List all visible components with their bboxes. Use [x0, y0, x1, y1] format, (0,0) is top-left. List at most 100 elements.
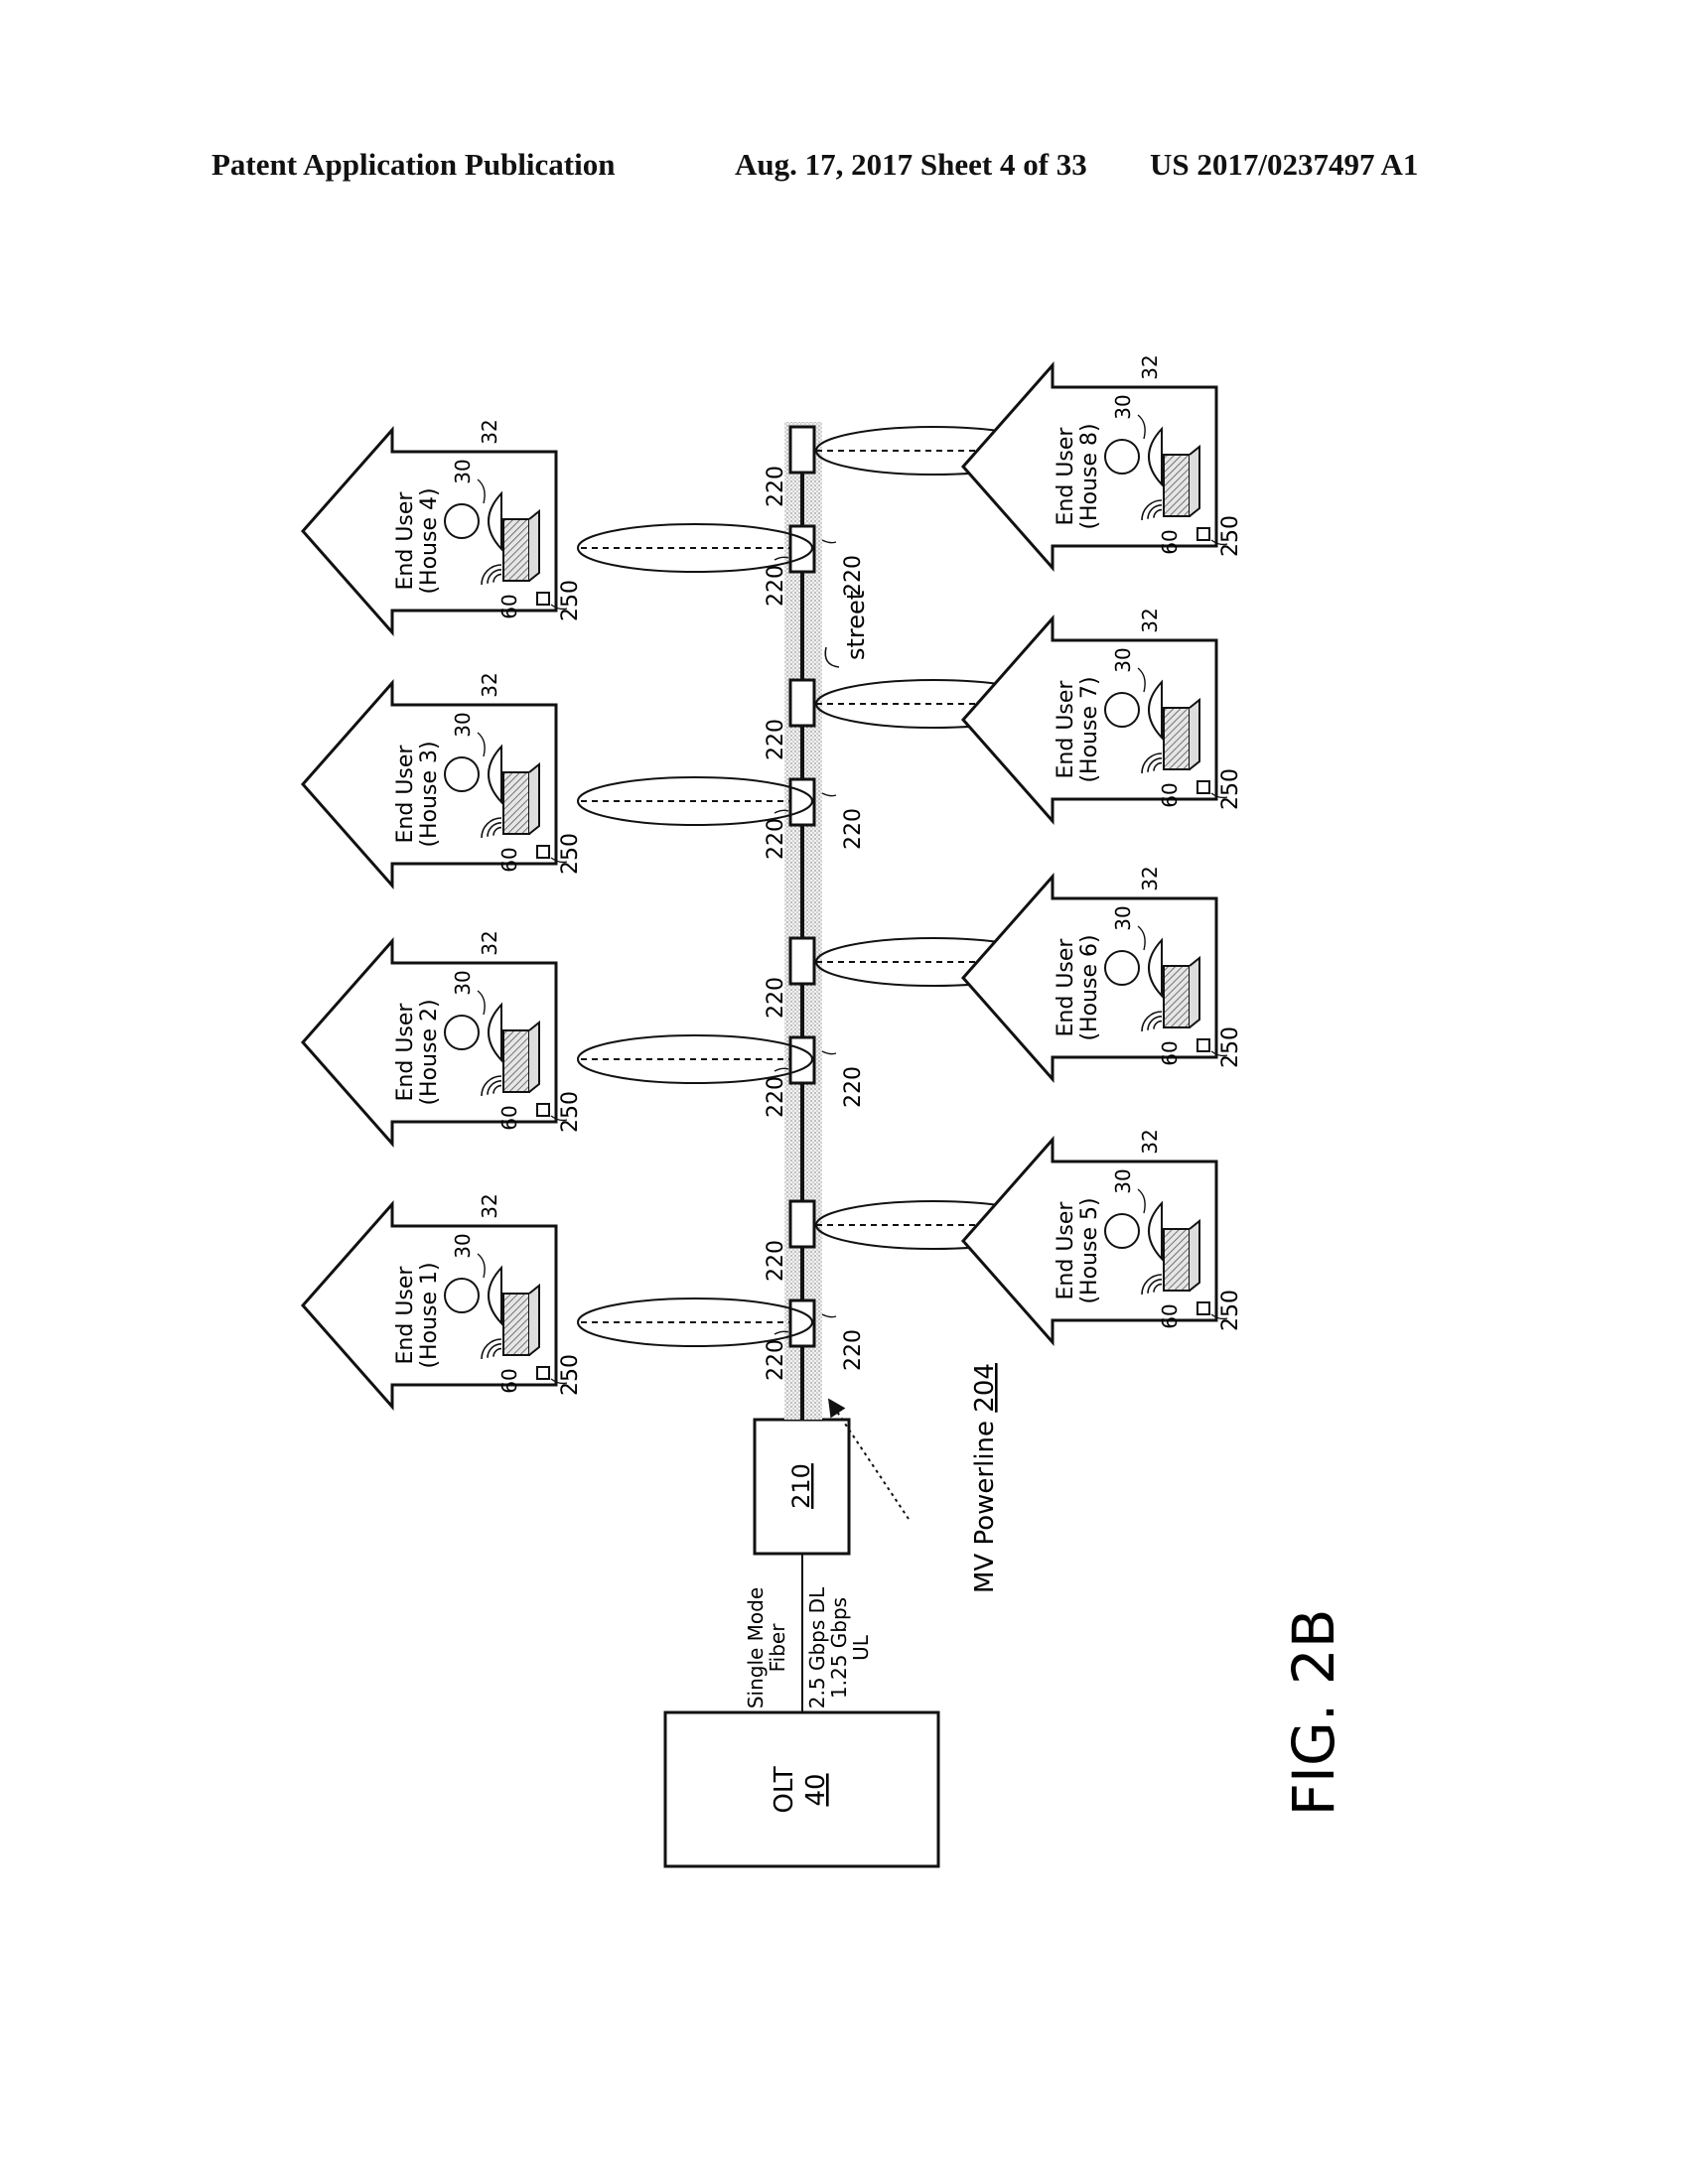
coupler-ref: 220 [764, 1339, 788, 1381]
publication-title: Patent Application Publication [211, 147, 616, 182]
modem-ref: 60 [1158, 782, 1182, 807]
coupler-leader [821, 792, 837, 797]
coupler-220 [788, 524, 816, 574]
modem-ref: 60 [497, 594, 521, 618]
fiber-label-line2: Fiber [766, 1623, 789, 1673]
date-sheet: Aug. 17, 2017 Sheet 4 of 33 [735, 147, 1087, 182]
coupler-ref: 220 [764, 719, 788, 760]
house-number: (House 8) [1077, 423, 1102, 529]
wifi-icon [1141, 752, 1163, 774]
coupler-ref: 220 [764, 565, 788, 607]
device-box [1196, 1038, 1210, 1052]
olt-box: OLT 40 [663, 1710, 940, 1868]
modem-ref: 60 [1158, 1040, 1182, 1065]
modem-icon [1163, 697, 1200, 770]
device-box [1196, 527, 1210, 541]
house-title: End User [393, 1003, 418, 1102]
coupler-leader [821, 539, 837, 544]
house-ref: 32 [1138, 866, 1162, 890]
modem-ref: 60 [1158, 1303, 1182, 1328]
box-ref: 250 [558, 1354, 583, 1396]
box-ref: 250 [558, 1091, 583, 1133]
wifi-icon [1141, 499, 1163, 521]
modem-icon [1163, 1218, 1200, 1292]
modem-icon [1163, 444, 1200, 517]
user-ref: 30 [1111, 1168, 1135, 1193]
coupler-leader [774, 809, 789, 814]
house-ref: 32 [478, 1193, 501, 1218]
wifi-icon [1141, 1011, 1163, 1032]
user-ref: 30 [451, 459, 475, 483]
fiber-label: Single Mode Fiber [744, 1587, 789, 1708]
user-ref: 30 [1111, 647, 1135, 672]
coupler-ref: 220 [764, 1076, 788, 1118]
coupler-leader [774, 1067, 789, 1072]
coupler-220 [788, 1298, 816, 1348]
powerline-label: MV Powerline 204 [970, 1363, 1000, 1593]
wifi-icon [481, 1075, 502, 1097]
house-number: (House 4) [417, 487, 442, 594]
wifi-icon [481, 1338, 502, 1360]
box-ref: 250 [558, 833, 583, 875]
user-ref: 30 [451, 970, 475, 995]
rate-label-line3: UL [849, 1634, 873, 1661]
wifi-icon [481, 817, 502, 839]
box-ref: 250 [1218, 515, 1243, 557]
wifi-icon [1141, 1274, 1163, 1296]
modem-ref: 60 [1158, 529, 1182, 554]
user-icon [1104, 426, 1163, 487]
coupler-220 [788, 777, 816, 827]
device-box [536, 1103, 550, 1117]
house-title: End User [1054, 938, 1078, 1037]
box-ref: 250 [1218, 1290, 1243, 1331]
user-ref: 30 [1111, 394, 1135, 419]
modem-icon [1163, 955, 1200, 1028]
house-number: (House 6) [1077, 934, 1102, 1040]
rate-label-line2: 1.25 Gbps [827, 1597, 851, 1699]
modem-ref: 60 [497, 1368, 521, 1393]
house-ref: 32 [478, 672, 501, 697]
user-ref: 30 [451, 712, 475, 737]
box-ref: 250 [558, 580, 583, 621]
device-box [536, 845, 550, 859]
coupler-leader [774, 1330, 789, 1335]
coupler-leader [821, 1050, 837, 1055]
coupler-ref: 220 [764, 1240, 788, 1282]
house-number: (House 2) [417, 999, 442, 1105]
house-number: (House 7) [1077, 676, 1102, 782]
device-box [536, 592, 550, 606]
house: End User(House 2) 30 60 32 250 [300, 930, 583, 1148]
box-ref: 250 [1218, 1026, 1243, 1068]
user-icon [444, 490, 502, 552]
modem-ref: 60 [497, 1105, 521, 1130]
link-top [577, 776, 813, 826]
page-header: Patent Application Publication Aug. 17, … [0, 147, 1688, 187]
modem-icon [502, 761, 540, 835]
house-ref: 32 [1138, 608, 1162, 632]
coupler-220 [788, 936, 816, 986]
user-icon [444, 1265, 502, 1326]
olt-ref: 40 [801, 1773, 831, 1806]
modem-icon [502, 508, 540, 582]
user-icon [444, 744, 502, 805]
device-box [1196, 1301, 1210, 1315]
house-title: End User [393, 491, 418, 591]
coupler-leader [774, 556, 789, 561]
coupler-ref: 220 [764, 977, 788, 1019]
coupler-220 [788, 425, 816, 475]
box-210: 210 [753, 1418, 851, 1556]
device-box [536, 1366, 550, 1380]
olt-label: OLT [770, 1766, 799, 1813]
rate-label-line1: 2.5 Gbps DL [805, 1586, 829, 1708]
modem-icon [502, 1020, 540, 1093]
house-title: End User [1054, 680, 1078, 779]
modem-ref: 60 [497, 847, 521, 872]
house-ref: 32 [478, 930, 501, 955]
coupler-ref: 220 [764, 466, 788, 507]
